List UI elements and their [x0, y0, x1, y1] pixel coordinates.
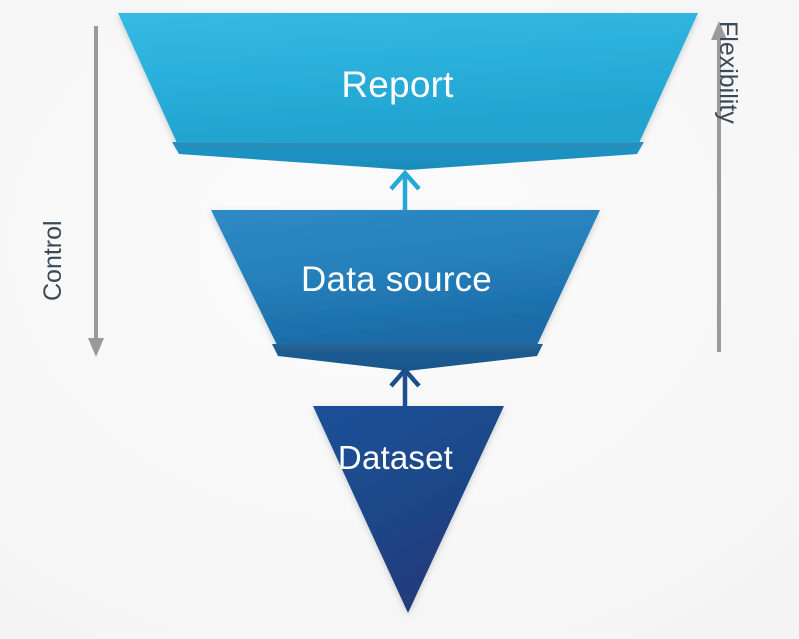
axis-label-flexibility: Flexibility — [714, 21, 742, 124]
funnel-label-report: Report — [341, 64, 454, 105]
arrow-head — [389, 366, 421, 388]
arrow-head — [389, 169, 421, 191]
flexibility-axis-arrowhead-up — [711, 21, 727, 40]
report-bevel — [172, 142, 644, 170]
data-source-shape[interactable] — [211, 210, 600, 345]
funnel-level-dataset[interactable] — [313, 406, 504, 613]
arrow-datasource-to-report — [389, 169, 421, 210]
data-source-bevel — [272, 344, 543, 371]
funnel-label-dataset: Dataset — [337, 439, 454, 476]
control-axis-arrowhead-down — [88, 338, 104, 357]
arrow-dataset-to-datasource — [389, 366, 421, 408]
axis-control — [88, 26, 104, 357]
report-shape[interactable] — [118, 13, 698, 143]
funnel-level-report[interactable] — [118, 13, 698, 170]
funnel-label-data-source: Data source — [301, 260, 492, 299]
axis-flexibility — [711, 21, 727, 352]
funnel-level-data-source[interactable] — [211, 210, 600, 371]
dataset-shape[interactable] — [313, 406, 504, 613]
axis-label-control: Control — [39, 220, 67, 301]
